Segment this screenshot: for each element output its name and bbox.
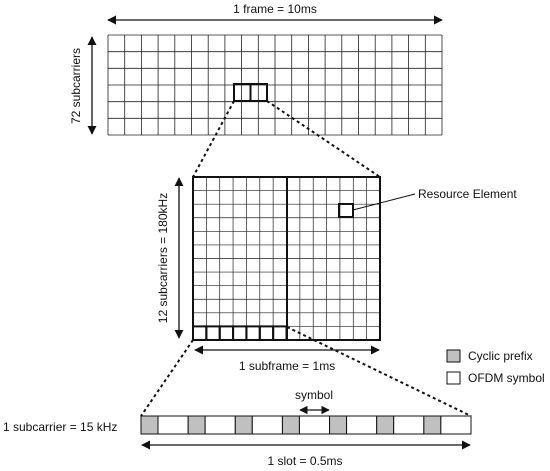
slot-strip <box>140 415 472 435</box>
ofdm-symbol-segment <box>440 415 472 435</box>
cyclic-prefix-segment <box>423 415 442 435</box>
cyclic-prefix-segment <box>234 415 253 435</box>
highlighted-symbol-cell <box>258 325 275 341</box>
subframe-label: 1 subframe = 1ms <box>239 359 335 373</box>
legend-ofdm-symbol-label: OFDM symbol <box>468 371 545 385</box>
highlighted-symbol-cell <box>232 325 248 341</box>
cyclic-prefix-segment <box>187 415 206 435</box>
legend-cyclic-prefix-label: Cyclic prefix <box>468 349 533 363</box>
zoom-line-right-top <box>266 100 381 178</box>
ofdm-symbol-segment <box>157 415 189 435</box>
legend-ofdm-symbol-swatch <box>446 371 461 385</box>
cyclic-prefix-segment <box>281 415 300 435</box>
highlighted-symbol-cell <box>205 325 221 341</box>
subcarrier-label: 1 subcarrier = 15 kHz <box>3 420 117 434</box>
cyclic-prefix-segment <box>329 415 348 435</box>
frame-grid <box>107 34 443 136</box>
ofdm-symbol-segment <box>393 415 425 435</box>
cyclic-prefix-segment <box>140 415 159 435</box>
highlighted-symbol-cell <box>218 325 235 341</box>
ofdm-symbol-segment <box>346 415 378 435</box>
highlighted-symbol-cell <box>272 325 288 341</box>
subcarriers12-label: 12 subcarriers = 180kHz <box>156 193 170 323</box>
legend-cyclic-prefix-swatch <box>446 349 461 363</box>
slot-strip-border <box>140 415 472 435</box>
slot-label: 1 slot = 0.5ms <box>267 454 342 468</box>
resource-element-label: Resource Element <box>418 187 517 201</box>
highlighted-symbol-cell <box>192 325 208 341</box>
cyclic-prefix-segment <box>376 415 395 435</box>
zoom-line-left-bottom <box>140 339 194 417</box>
zoom-line-left-top <box>192 100 235 178</box>
resource-element-pointer <box>352 193 416 211</box>
highlighted-symbol-cell <box>245 325 261 341</box>
ofdm-symbol-segment <box>298 415 331 435</box>
frame-label: 1 frame = 10ms <box>233 2 317 16</box>
highlighted-symbol-row <box>192 325 288 341</box>
resource-element-highlight <box>338 203 354 218</box>
ofdm-symbol-segment <box>251 415 283 435</box>
ofdm-symbol-segment <box>204 415 236 435</box>
subcarriers72-label: 72 subcarriers <box>69 48 83 124</box>
symbol-label: symbol <box>295 388 333 402</box>
zoom-line-right-bottom <box>286 326 472 417</box>
